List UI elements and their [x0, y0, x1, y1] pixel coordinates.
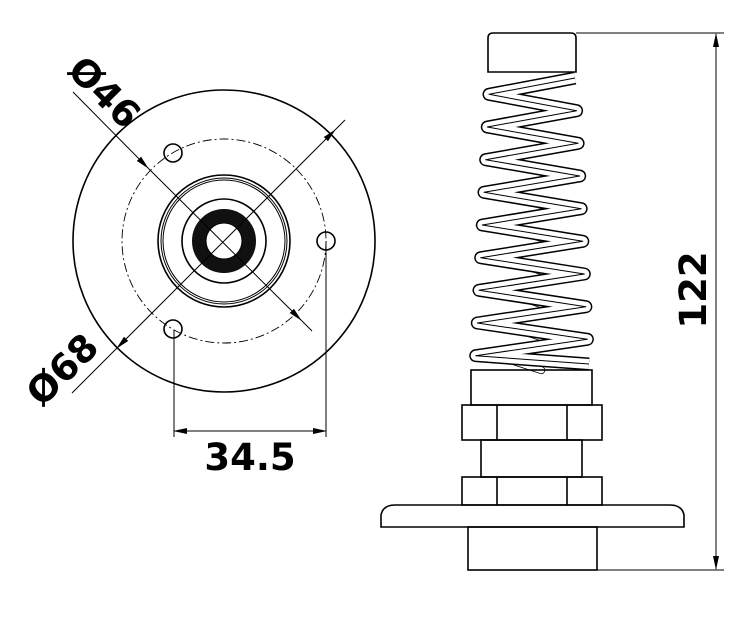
mounting-hole	[163, 143, 183, 163]
thread-neck	[480, 439, 583, 478]
dimension-line-d68	[223, 129, 336, 242]
dimension-label-d68: Ø68	[18, 325, 107, 414]
dimension-line-d68	[334, 119, 346, 131]
dimension-line-d68-tail	[71, 347, 118, 394]
gland-body	[470, 369, 593, 406]
nut-ring-inner	[160, 177, 288, 305]
strain-relief-spring	[469, 71, 594, 375]
nut-ring	[157, 174, 291, 308]
front-view: Ø46 Ø68 34.5	[18, 48, 376, 479]
dimension-label-122: 122	[672, 251, 715, 328]
dimension-line-d68	[116, 240, 225, 349]
body-ring	[181, 198, 267, 284]
bottom-thread	[467, 526, 598, 571]
mounting-hole	[163, 319, 183, 339]
flange-outer-circle	[72, 89, 376, 393]
nut-ring-inner	[162, 179, 286, 303]
seal-ring	[192, 209, 256, 273]
upper-nut	[461, 404, 603, 441]
dimension-line-d46	[147, 167, 302, 321]
cable-bore	[205, 222, 243, 260]
dimension-line-d46-tail	[300, 319, 313, 332]
spring-coil-edge	[475, 77, 590, 365]
lower-nut	[461, 476, 603, 506]
side-view: 122	[380, 32, 724, 571]
flange	[380, 504, 685, 528]
dimension-label-34-5: 34.5	[204, 436, 295, 479]
dimension-line-d46	[72, 91, 149, 169]
cable-end-cap	[487, 32, 577, 73]
